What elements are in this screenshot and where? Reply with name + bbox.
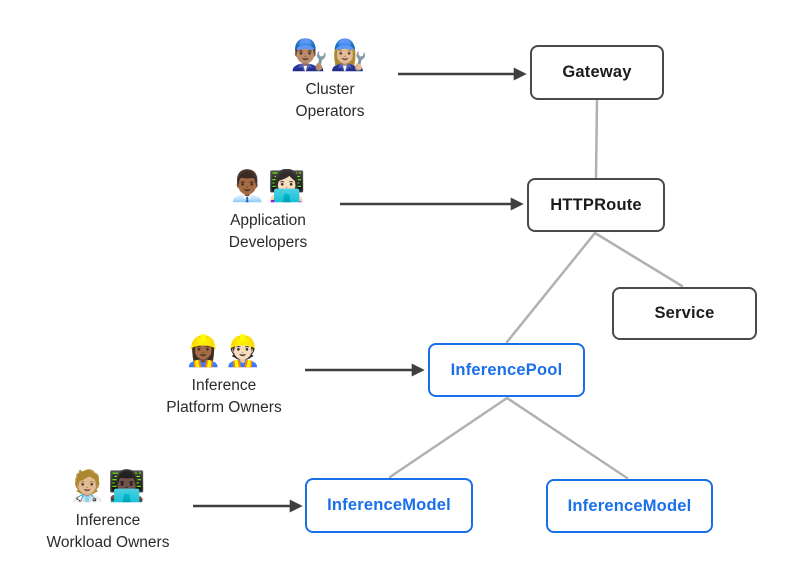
- persona-label-line: Platform Owners: [166, 399, 282, 416]
- persona-label-line: Developers: [228, 234, 308, 251]
- persona-label-line: Operators: [295, 103, 365, 120]
- node-httproute: HTTPRoute: [527, 178, 665, 232]
- persona-label-line: Inference: [75, 512, 141, 529]
- node-inferencemodel-1: InferenceModel: [305, 478, 473, 533]
- edge-httproute-service: [593, 231, 684, 288]
- persona-label-line: Inference: [191, 377, 257, 394]
- node-gateway: Gateway: [530, 45, 664, 100]
- edge-inferencepool-inferencemodel-2: [505, 396, 629, 480]
- persona-inference-platform-owners: 👷🏾‍♀️👷🏻 Inference Platform Owners: [124, 332, 324, 419]
- persona-cluster-operators: 👨🏽‍🔧👩🏼‍🔧 Cluster Operators: [240, 36, 420, 123]
- edge-inferencepool-inferencemodel-1: [388, 396, 509, 479]
- persona-label-line: Cluster: [305, 81, 355, 98]
- persona-label-line: Application: [230, 212, 306, 229]
- node-service: Service: [612, 287, 757, 340]
- application-developers-emoji: 👨🏾‍💼👩🏻‍💻: [228, 170, 308, 203]
- persona-application-developers: 👨🏾‍💼👩🏻‍💻 Application Developers: [178, 167, 358, 254]
- persona-inference-workload-owners: 🧑🏼‍⚕️👨🏿‍💻 Inference Workload Owners: [8, 467, 208, 554]
- persona-label-line: Workload Owners: [46, 534, 170, 551]
- inference-workload-owners-emoji: 🧑🏼‍⚕️👨🏿‍💻: [68, 470, 148, 503]
- edge-httproute-inferencepool: [505, 231, 597, 344]
- node-inferencepool: InferencePool: [428, 343, 585, 397]
- node-inferencemodel-2: InferenceModel: [546, 479, 713, 533]
- cluster-operators-emoji: 👨🏽‍🔧👩🏼‍🔧: [290, 39, 370, 72]
- edge-gateway-httproute: [594, 99, 599, 179]
- inference-platform-owners-emoji: 👷🏾‍♀️👷🏻: [184, 335, 264, 368]
